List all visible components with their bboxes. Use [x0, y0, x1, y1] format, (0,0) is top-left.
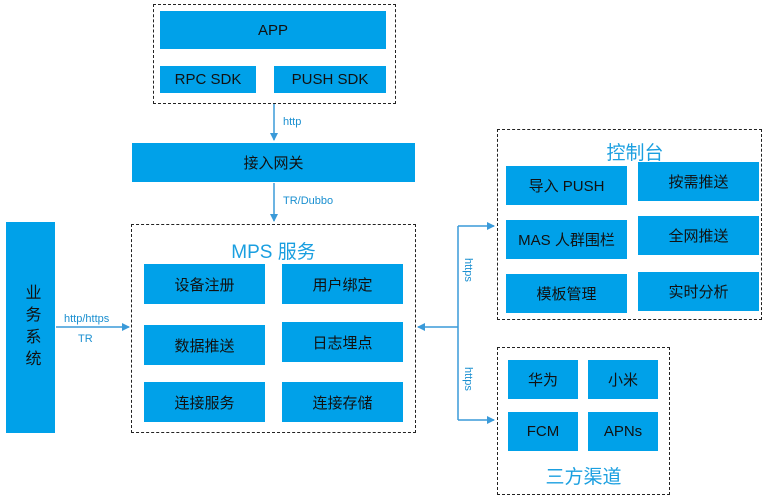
console-title: 控制台 [606, 143, 664, 164]
push-sdk-box: PUSH SDK [274, 66, 386, 93]
channel-item: APNs [588, 412, 658, 451]
business-system-box: 业务系统 [6, 222, 55, 433]
channel-item: 小米 [588, 360, 658, 399]
app-group-frame [153, 4, 396, 104]
mps-item: 连接服务 [144, 382, 265, 422]
rpc-sdk-box: RPC SDK [160, 66, 256, 93]
label-https-bottom: https [462, 367, 474, 391]
mps-title: MPS 服务 [231, 242, 316, 263]
console-item: 导入 PUSH [506, 166, 627, 205]
gateway-box: 接入网关 [132, 143, 415, 182]
channels-title: 三方渠道 [545, 467, 622, 488]
console-item: 按需推送 [638, 162, 759, 201]
mps-item: 用户绑定 [282, 264, 403, 304]
console-item: 模板管理 [506, 274, 627, 313]
channels-frame [497, 347, 670, 495]
console-item: MAS 人群围栏 [506, 220, 627, 259]
label-http: http [283, 116, 302, 128]
label-tr: TR [78, 333, 93, 345]
console-item: 全网推送 [638, 216, 759, 255]
label-tr-dubbo: TR/Dubbo [283, 195, 334, 207]
label-http-https: http/https [64, 313, 110, 325]
label-https-top: https [462, 258, 474, 282]
mps-item: 日志埋点 [282, 322, 403, 362]
mps-item: 数据推送 [144, 325, 265, 365]
console-item: 实时分析 [638, 272, 759, 311]
console-frame [497, 129, 762, 320]
mps-item: 连接存储 [282, 382, 403, 422]
app-box: APP [160, 11, 386, 49]
business-system-label: 业务系统 [22, 283, 40, 372]
channel-item: FCM [508, 412, 578, 451]
channel-item: 华为 [508, 360, 578, 399]
mps-frame [131, 224, 416, 433]
mps-item: 设备注册 [144, 264, 265, 304]
